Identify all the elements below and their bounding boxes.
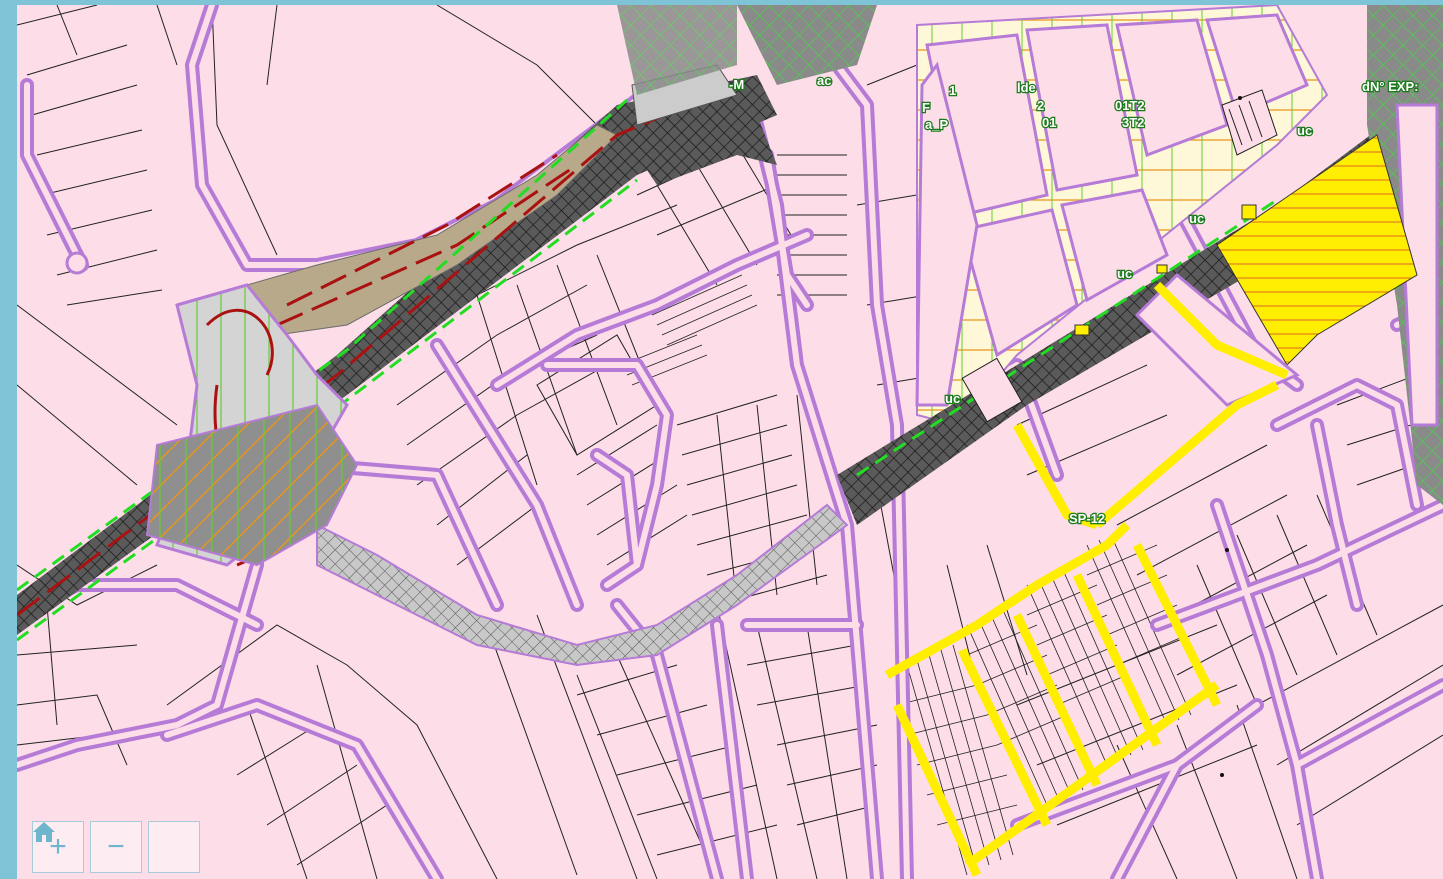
map-label-9: F <box>922 100 930 115</box>
map-label-13: uc <box>1189 211 1204 226</box>
plus-icon: + <box>49 830 67 863</box>
point-markers <box>1220 96 1242 777</box>
green-dashed-lines <box>17 98 1278 642</box>
yellow-zone-large <box>1216 134 1418 366</box>
map-label-10: a_P <box>925 117 948 132</box>
east-median <box>1395 103 1439 427</box>
green-hatched-zone-2 <box>737 5 877 85</box>
building-glyph <box>961 89 1278 423</box>
map-label-11: dN° EXP: <box>1362 79 1418 94</box>
cadastral-map[interactable]: -M ac 1 lde 2 01T2 3T2 01 F a_P dN° EXP:… <box>17 5 1443 879</box>
map-canvas[interactable]: -M ac 1 lde 2 01T2 3T2 01 F a_P dN° EXP:… <box>17 5 1443 879</box>
home-button[interactable] <box>33 821 200 873</box>
map-label-6: 01T2 <box>1115 98 1145 113</box>
map-label-2: ac <box>817 73 831 88</box>
map-label-7: 3T2 <box>1122 115 1144 130</box>
yellow-roads <box>884 281 1289 877</box>
map-label-4: lde <box>1017 80 1036 95</box>
map-controls: + − <box>32 821 200 873</box>
map-label-8: 01 <box>1042 115 1056 130</box>
map-label-14: uc <box>1117 266 1132 281</box>
map-label-1: -M <box>729 77 744 92</box>
map-labels: -M ac 1 lde 2 01T2 3T2 01 F a_P dN° EXP:… <box>728 72 1420 528</box>
map-label-15: uc <box>945 391 960 406</box>
map-label-5: 2 <box>1037 98 1044 113</box>
lot-grids <box>621 264 1192 876</box>
map-label-3: 1 <box>949 83 956 98</box>
curved-avenue <box>316 503 849 667</box>
map-label-16: SP-12 <box>1069 511 1105 526</box>
minus-icon: − <box>107 830 125 863</box>
yellow-markers <box>1074 204 1257 336</box>
map-label-12: uc <box>1297 123 1312 138</box>
home-icon <box>33 822 55 842</box>
orange-hatched-zone <box>145 403 359 567</box>
green-hatched-zone-1 <box>617 5 737 95</box>
cream-zone-blocks <box>915 13 1309 407</box>
zoom-out-button[interactable]: − <box>90 821 142 873</box>
